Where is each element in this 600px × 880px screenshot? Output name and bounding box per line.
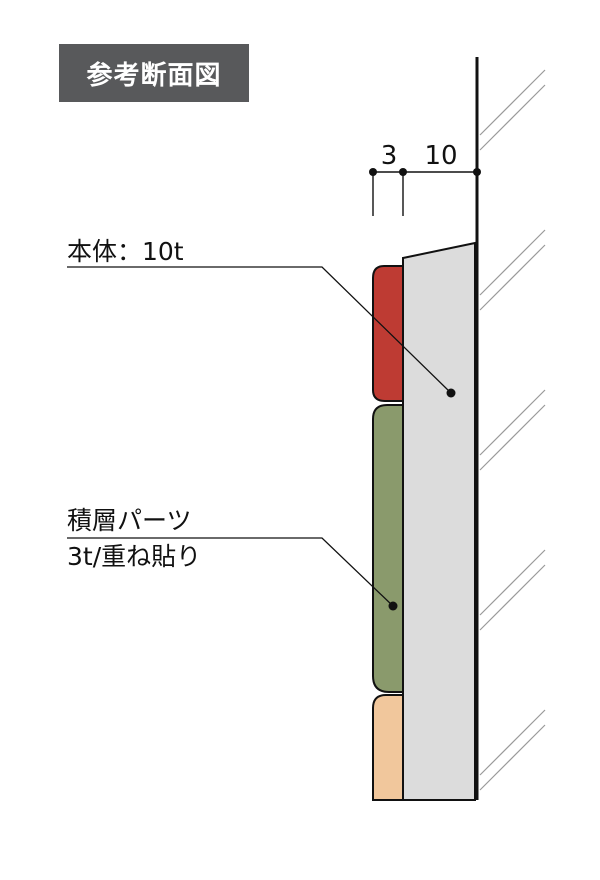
body-panel bbox=[402, 241, 476, 801]
dimension-dot bbox=[473, 168, 481, 176]
title-badge: 参考断面図 bbox=[59, 44, 249, 102]
dimension-dot bbox=[399, 168, 407, 176]
parts-leader-line bbox=[67, 537, 394, 607]
dimension-part-label: 3 bbox=[381, 141, 398, 171]
dimension-dot bbox=[369, 168, 377, 176]
parts-leader-dot bbox=[388, 601, 398, 611]
body-leader-dot bbox=[446, 388, 456, 398]
wall-hatching bbox=[479, 69, 546, 791]
dimension-lines bbox=[372, 171, 477, 216]
parts-label-line2: 3t/重ね貼り bbox=[67, 542, 201, 571]
body-label: 本体：10t bbox=[67, 237, 184, 266]
part-orange bbox=[372, 694, 404, 801]
part-green bbox=[372, 404, 404, 693]
parts-label-line1: 積層パーツ bbox=[67, 506, 192, 535]
dimension-body-label: 10 bbox=[424, 141, 457, 171]
part-red bbox=[372, 265, 404, 402]
body-leader-line bbox=[67, 266, 452, 394]
title-text: 参考断面図 bbox=[86, 60, 222, 91]
